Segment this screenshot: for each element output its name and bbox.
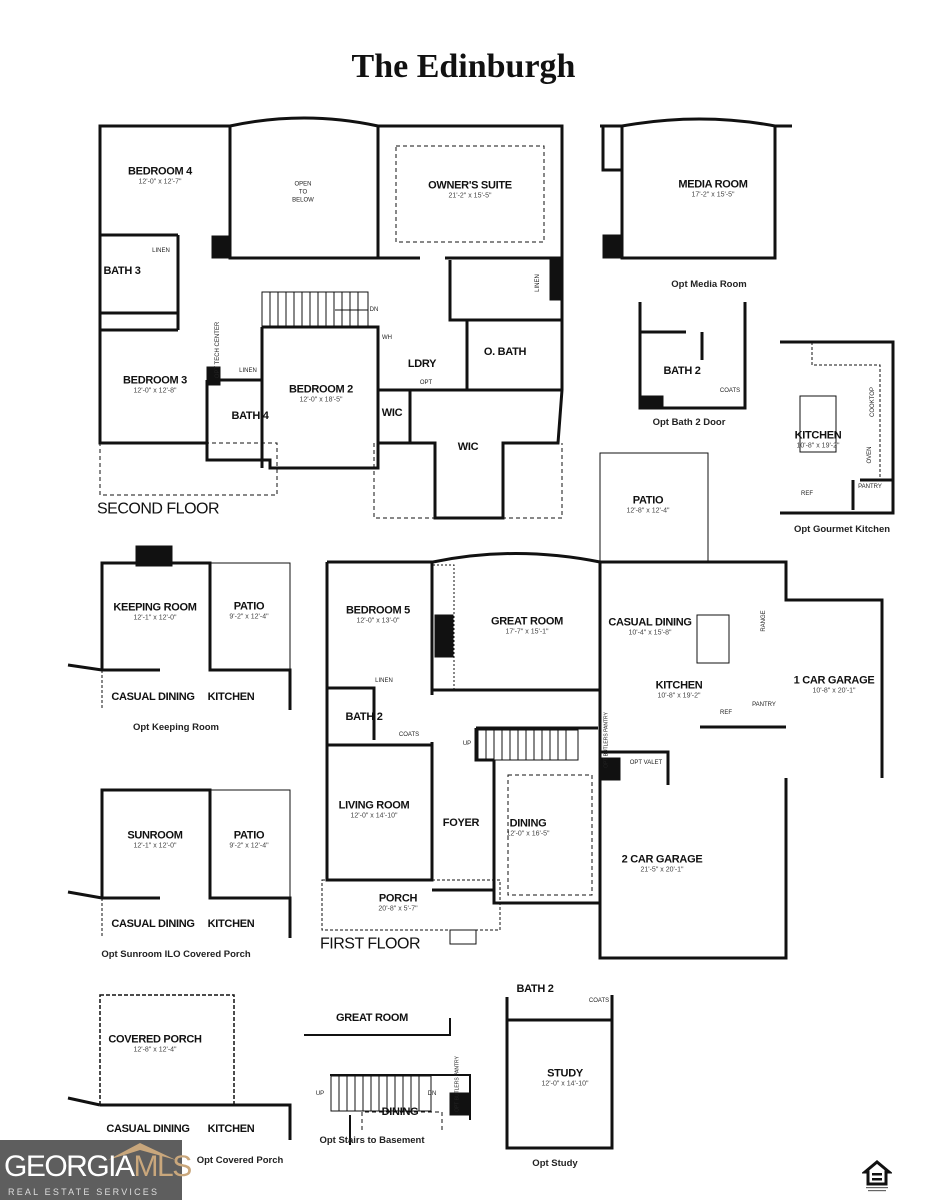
- caption-opt-stairs-to-basement: Opt Stairs to Basement: [319, 1135, 425, 1147]
- oven-label: OVEN: [866, 446, 873, 464]
- stairs-up-label: UP: [315, 1090, 325, 1097]
- pantry-label: PANTRY: [752, 701, 776, 708]
- opt-butlers-pantry-label: OPT BUTLERS PANTRY: [603, 712, 610, 768]
- opt-butlers-pantry-label: OPT BUTLERS PANTRY: [454, 1056, 461, 1112]
- stairs-down-label: DN: [369, 306, 379, 313]
- room-wic: WIC: [381, 407, 403, 420]
- second-floor-label: SECOND FLOOR: [96, 500, 220, 518]
- porch-outline: [321, 879, 501, 931]
- room-wic: WIC: [457, 441, 479, 454]
- stairs-down-label: DN: [427, 1090, 437, 1097]
- caption-opt-media-room: Opt Media Room: [671, 279, 747, 291]
- casual-dining-label: CASUAL DINING: [111, 918, 195, 931]
- room-bath-2: BATH 2: [663, 365, 701, 378]
- caption-opt-gourmet-kitchen: Opt Gourmet Kitchen: [793, 524, 891, 536]
- caption-opt-keeping-room: Opt Keeping Room: [132, 722, 220, 734]
- first-floor-walls: [325, 552, 884, 960]
- first-floor-label: FIRST FLOOR: [320, 935, 421, 953]
- first-floor-stairs: [477, 729, 579, 761]
- linen-label: LINEN: [534, 274, 541, 292]
- opt-label: OPT: [419, 379, 433, 386]
- room-bath-3: BATH 3: [103, 265, 141, 278]
- great-room-label: GREAT ROOM: [336, 1012, 408, 1025]
- linen-label: LINEN: [375, 677, 393, 684]
- caption-opt-study: Opt Study: [532, 1158, 578, 1170]
- casual-dining-label: CASUAL DINING: [111, 691, 195, 704]
- room-laundry: LDRY: [407, 358, 437, 371]
- range-label: RANGE: [760, 610, 767, 632]
- linen-label: LINEN: [239, 367, 257, 374]
- opt-valet-label: OPT VALET: [629, 759, 663, 766]
- coats-label: COATS: [588, 997, 610, 1004]
- kitchen-label: KITCHEN: [207, 1123, 255, 1136]
- linen-label: LINEN: [152, 247, 170, 254]
- ref-label: REF: [720, 709, 732, 716]
- equal-housing-opportunity-icon: [862, 1160, 892, 1192]
- cooktop-label: COOKTOP: [869, 387, 876, 417]
- second-floor-stairs: [261, 291, 369, 328]
- media-room-walls: [600, 117, 792, 260]
- room-bath-2: BATH 2: [345, 711, 383, 724]
- caption-opt-covered-porch: Opt Covered Porch: [196, 1155, 284, 1167]
- room-foyer: FOYER: [442, 817, 480, 830]
- room-bath-2: BATH 2: [516, 983, 554, 996]
- chimney-block: [211, 235, 231, 259]
- dining-label: DINING: [381, 1106, 419, 1119]
- room-owners-bath: O. BATH: [483, 346, 527, 359]
- plan-title: The Edinburgh: [351, 48, 576, 85]
- coats-label: COATS: [719, 387, 741, 394]
- kitchen-label: KITCHEN: [207, 691, 255, 704]
- pantry-label: PANTRY: [858, 483, 882, 490]
- caption-opt-sunroom: Opt Sunroom ILO Covered Porch: [101, 949, 251, 961]
- coats-label: COATS: [398, 731, 420, 738]
- georgia-mls-logo: GEORGIAMLS REAL ESTATE SERVICES: [0, 1140, 192, 1200]
- ref-label: REF: [801, 490, 813, 497]
- room-bath-4: BATH 4: [231, 410, 269, 423]
- water-heater-label: WH: [382, 334, 392, 341]
- caption-opt-bath-2-door: Opt Bath 2 Door: [652, 417, 726, 429]
- stairs-up-label: UP: [462, 740, 472, 747]
- casual-dining-label: CASUAL DINING: [106, 1123, 190, 1136]
- opt-tech-center-label: OPT TECH CENTER: [214, 321, 221, 379]
- kitchen-label: KITCHEN: [207, 918, 255, 931]
